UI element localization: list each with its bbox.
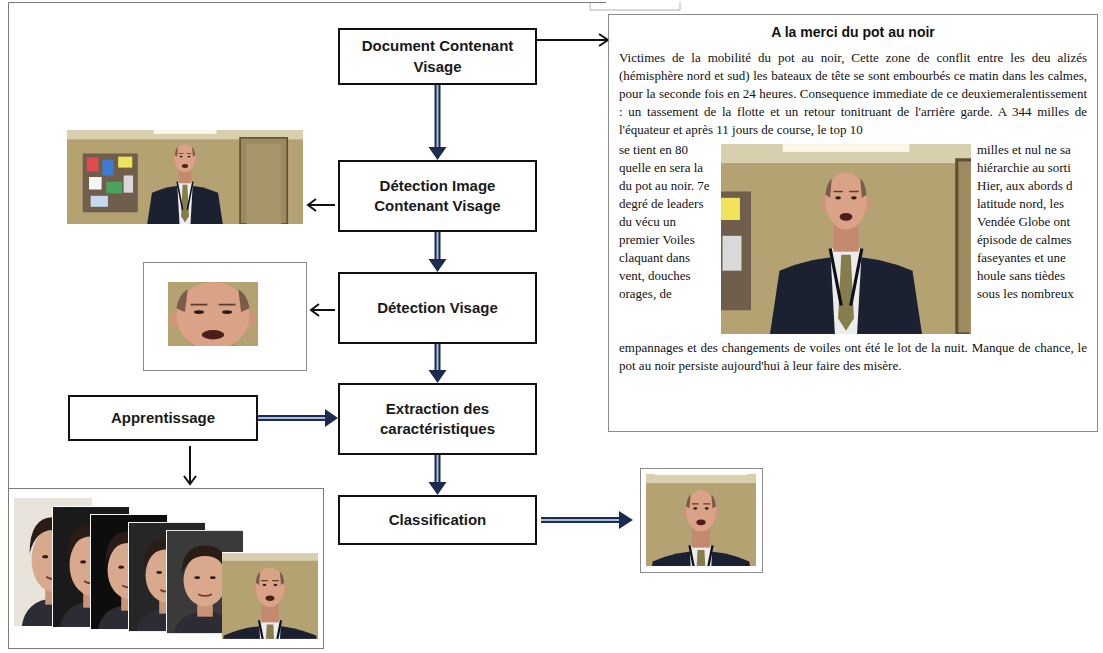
page-frame (9, 3, 607, 649)
arrow-line (435, 455, 441, 484)
arrow-line (437, 455, 439, 484)
face-crop (0, 248, 635, 474)
process-box: Détection Image Contenant Visage (338, 160, 537, 232)
process-box: Classification (338, 495, 537, 545)
flow-arrow (429, 344, 447, 383)
arrow-line (258, 417, 327, 419)
arrow-line (435, 344, 441, 372)
article-column: milles et nul ne sa hiérarchie au sorti … (977, 141, 1087, 303)
arrow-line (437, 344, 439, 372)
flow-arrow (258, 409, 338, 427)
page-frame (590, 3, 680, 11)
arrow-head (429, 482, 447, 495)
article-title: A la merci du pot au noir (609, 23, 1097, 41)
flow-arrow (537, 34, 608, 46)
arrow-line (437, 85, 439, 149)
box-label: Document Contenant Visage (350, 36, 525, 77)
box-label: Détection Visage (377, 298, 498, 318)
arrow-head (429, 259, 447, 272)
article-column: se tient en 80 quelle en sera la du pot … (619, 141, 715, 303)
output-arrow (184, 446, 196, 484)
document-panel: A la merci du pot au noirVictimes de la … (608, 14, 1098, 432)
arrow-line (437, 232, 439, 261)
flow-arrow (429, 455, 447, 495)
article-paragraph: empannages et des changements de voiles … (619, 339, 1087, 375)
face-crop (0, 248, 635, 474)
process-box: Détection Visage (338, 272, 537, 344)
box-label: Classification (389, 510, 487, 530)
process-box: Document Contenant Visage (338, 28, 537, 85)
arrow-line (258, 415, 327, 421)
process-box: Extraction des caractéristiques (338, 383, 537, 455)
output-arrow (541, 511, 633, 529)
output-arrow (311, 304, 335, 316)
output-arrow (308, 199, 335, 211)
arrow-head (599, 34, 608, 46)
person-photo (67, 130, 303, 224)
training-face (105, 548, 435, 653)
person-photo (67, 130, 303, 224)
box-label: Détection Image Contenant Visage (350, 176, 525, 217)
article-paragraph: Victimes de la mobilité du pot au noir, … (619, 49, 1087, 139)
arrow-head (429, 370, 447, 383)
arrow-line (537, 39, 607, 41)
arrow-head (325, 409, 338, 427)
box-label: Apprentissage (111, 408, 215, 428)
arrow-line (435, 85, 441, 149)
result-photo (529, 469, 874, 607)
process-box: Apprentissage (68, 395, 258, 441)
arrow-line (435, 232, 441, 261)
flow-arrow (429, 232, 447, 272)
box-label: Extraction des caractéristiques (350, 399, 525, 440)
result-photo (529, 469, 874, 607)
flow-arrow (429, 85, 447, 160)
arrow-head (429, 147, 447, 160)
